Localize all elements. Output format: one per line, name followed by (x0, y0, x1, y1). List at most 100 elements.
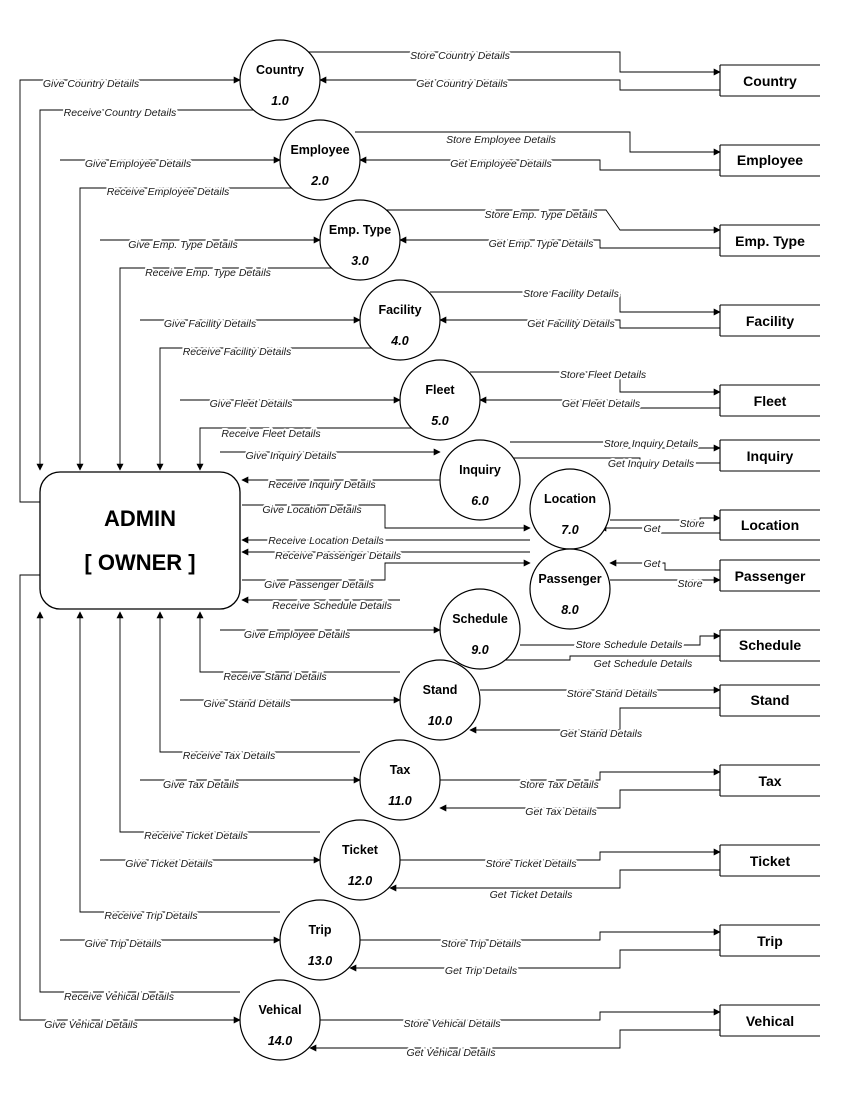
process-circle (279, 119, 361, 201)
store-flow-label: Store (679, 518, 704, 530)
process-name: Vehical (258, 1003, 301, 1017)
get-flow-label: Get Trip Details (445, 965, 518, 977)
datastore-tax[interactable]: Tax (719, 764, 820, 797)
receive-flow-label: Receive Passenger Details (275, 550, 402, 562)
process-number: 6.0 (471, 494, 488, 508)
datastore-country[interactable]: Country (719, 64, 820, 97)
process-name: Schedule (452, 612, 508, 626)
datastore-name: Employee (737, 152, 803, 168)
store-flow-label: Store Employee Details (446, 134, 556, 146)
give-flow-label: Give Country Details (43, 78, 140, 90)
get-flow-arrow (609, 559, 720, 571)
get-flow-arrow (599, 524, 720, 534)
process-name: Location (544, 492, 596, 506)
get-flow-arrow (359, 156, 720, 171)
get-flow-label: Get Country Details (416, 78, 508, 90)
process-circle (239, 39, 321, 121)
store-flow-arrow (400, 848, 721, 861)
process-tax[interactable]: Tax 11.0 (359, 739, 441, 821)
give-flow-arrow (242, 559, 531, 581)
process-circle (399, 359, 481, 441)
datastore-name: Schedule (739, 637, 801, 653)
process-number: 11.0 (388, 794, 411, 808)
store-flow-arrow (360, 928, 721, 941)
receive-flow-label: Receive Vehical Details (64, 991, 175, 1003)
get-flow-arrow (389, 869, 720, 892)
admin-title: ADMIN (104, 506, 176, 531)
get-flow-label: Get Inquiry Details (608, 458, 695, 470)
datastore-inquiry[interactable]: Inquiry (719, 439, 820, 472)
process-number: 10.0 (428, 714, 452, 728)
give-flow-label: Give Trip Details (85, 938, 163, 950)
give-flow-label: Give Facility Details (164, 318, 257, 330)
store-flow-label: Store Ticket Details (486, 858, 578, 870)
process-circle (279, 899, 361, 981)
datastore-facility[interactable]: Facility (719, 304, 820, 337)
datastore-name: Trip (757, 933, 783, 949)
process-number: 4.0 (390, 334, 408, 348)
receive-flow-label: Receive Emp. Type Details (145, 267, 272, 279)
datastore-fleet[interactable]: Fleet (719, 384, 820, 417)
get-flow-label: Get Schedule Details (594, 658, 693, 670)
receive-flow-arrow (196, 427, 440, 471)
datastore-vehical[interactable]: Vehical (719, 1004, 820, 1037)
process-number: 5.0 (431, 414, 448, 428)
get-flow-arrow (469, 707, 720, 734)
datastore-stand[interactable]: Stand (719, 684, 820, 717)
store-flow-label: Store Country Details (410, 50, 511, 62)
datastore-employee[interactable]: Employee (719, 144, 820, 177)
receive-flow-label: Receive Country Details (64, 107, 177, 119)
give-flow-label: Give Employee Details (244, 629, 351, 641)
get-flow-label: Get Vehical Details (407, 1047, 497, 1059)
process-name: Fleet (425, 383, 455, 397)
receive-flow-label: Receive Inquiry Details (268, 479, 376, 491)
datastore-passenger[interactable]: Passenger (719, 559, 820, 592)
datastore-name: Tax (758, 773, 781, 789)
store-flow-arrow (380, 209, 721, 234)
process-name: Tax (390, 763, 411, 777)
process-name: Employee (290, 143, 349, 157)
datastore-name: Ticket (750, 853, 791, 869)
get-flow-label: Get Ticket Details (490, 889, 574, 901)
give-flow-label: Give Tax Details (163, 779, 240, 791)
flow-lines (19, 51, 721, 1052)
receive-flow-arrow (196, 611, 400, 673)
give-flow-label: Give Stand Details (204, 698, 292, 710)
process-circle (359, 279, 441, 361)
process-name: Trip (309, 923, 332, 937)
receive-flow-label: Receive Ticket Details (144, 830, 249, 842)
receive-flow-label: Receive Employee Details (107, 186, 230, 198)
get-flow-label: Get Stand Details (560, 728, 643, 740)
datastore-schedule[interactable]: Schedule (719, 629, 820, 662)
store-flow-label: Store Inquiry Details (604, 438, 699, 450)
admin-entity[interactable]: ADMIN [ OWNER ] (39, 471, 241, 610)
get-flow-label: Get Emp. Type Details (489, 238, 595, 250)
datastore-ticket[interactable]: Ticket (719, 844, 820, 877)
store-flow-label: Store Tax Details (519, 779, 599, 791)
datastore-name: Stand (751, 692, 790, 708)
receive-flow-arrow (76, 187, 320, 471)
datastore-trip[interactable]: Trip (719, 924, 820, 957)
process-circle (439, 439, 521, 521)
receive-flow-arrow (76, 611, 280, 913)
store-flow-label: Store Vehical Details (403, 1018, 501, 1030)
get-flow-arrow (399, 236, 720, 249)
process-fleet[interactable]: Fleet 5.0 (399, 359, 481, 441)
datastore-location[interactable]: Location (719, 509, 820, 541)
process-circle (319, 199, 401, 281)
receive-flow-label: Receive Fleet Details (221, 428, 321, 440)
datastore-emp-type[interactable]: Emp. Type (719, 224, 820, 257)
